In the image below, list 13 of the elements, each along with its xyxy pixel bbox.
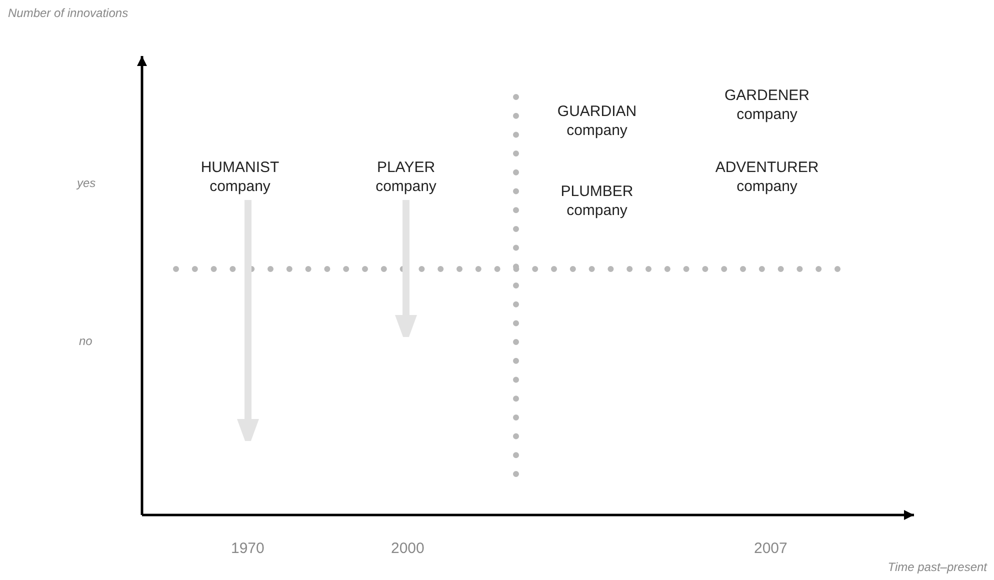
company-label: GUARDIAN company [542, 102, 652, 140]
year-label: 2000 [391, 540, 424, 557]
company-label: PLUMBER company [542, 182, 652, 220]
axis-value: yes [77, 176, 96, 190]
company-label: PLAYER company [351, 158, 461, 196]
year-label: 2007 [754, 540, 788, 557]
axis-value: no [79, 334, 92, 348]
company-label: HUMANIST company [185, 158, 295, 196]
axis-title: Time past–present [888, 560, 987, 574]
company-label: GARDENER company [712, 86, 822, 124]
year-label: 1970 [231, 540, 264, 557]
axis-title: Number of innovations [8, 6, 128, 20]
company-label: ADVENTURER company [712, 158, 822, 196]
